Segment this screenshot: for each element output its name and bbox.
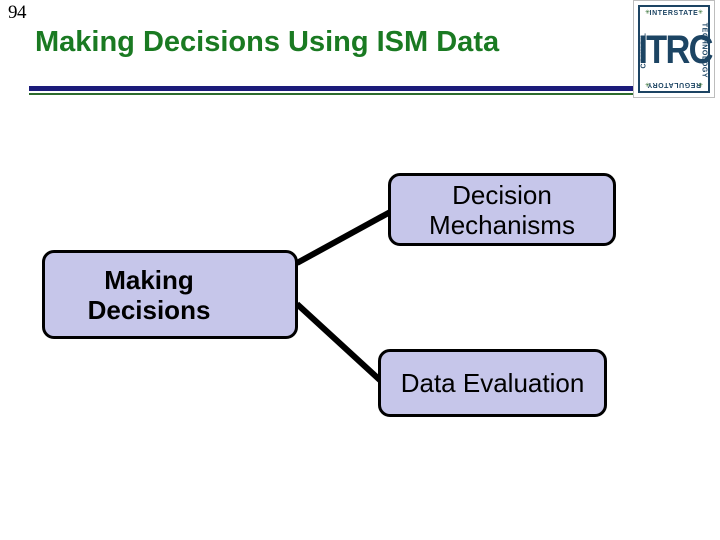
logo-star-icon: ✳ bbox=[697, 10, 703, 16]
node-label: Data Evaluation bbox=[400, 368, 585, 398]
connector-making-to-evaluation bbox=[294, 301, 385, 385]
title-rule-green bbox=[29, 93, 635, 95]
title-rule-navy bbox=[29, 86, 635, 91]
node-making-decisions[interactable]: Making Decisions bbox=[42, 250, 298, 339]
slide-number: 94 bbox=[8, 2, 27, 23]
page-title: Making Decisions Using ISM Data bbox=[35, 26, 500, 58]
logo-star-icon: ✳ bbox=[697, 83, 703, 89]
node-decision-mechanisms[interactable]: Decision Mechanisms bbox=[388, 173, 616, 246]
itrc-logo: INTERSTATE REGULATORY COUNCIL TECHNOLOGY… bbox=[633, 0, 715, 98]
node-label: Making Decisions bbox=[87, 264, 211, 325]
logo-ring bbox=[638, 5, 710, 93]
node-data-evaluation[interactable]: Data Evaluation bbox=[378, 349, 607, 417]
logo-word-interstate: INTERSTATE bbox=[649, 10, 699, 17]
logo-star-icon: ✳ bbox=[645, 83, 651, 89]
connector-making-to-mechanisms bbox=[295, 208, 394, 266]
logo-star-icon: ✳ bbox=[645, 10, 651, 16]
node-label: Decision Mechanisms bbox=[429, 179, 575, 240]
